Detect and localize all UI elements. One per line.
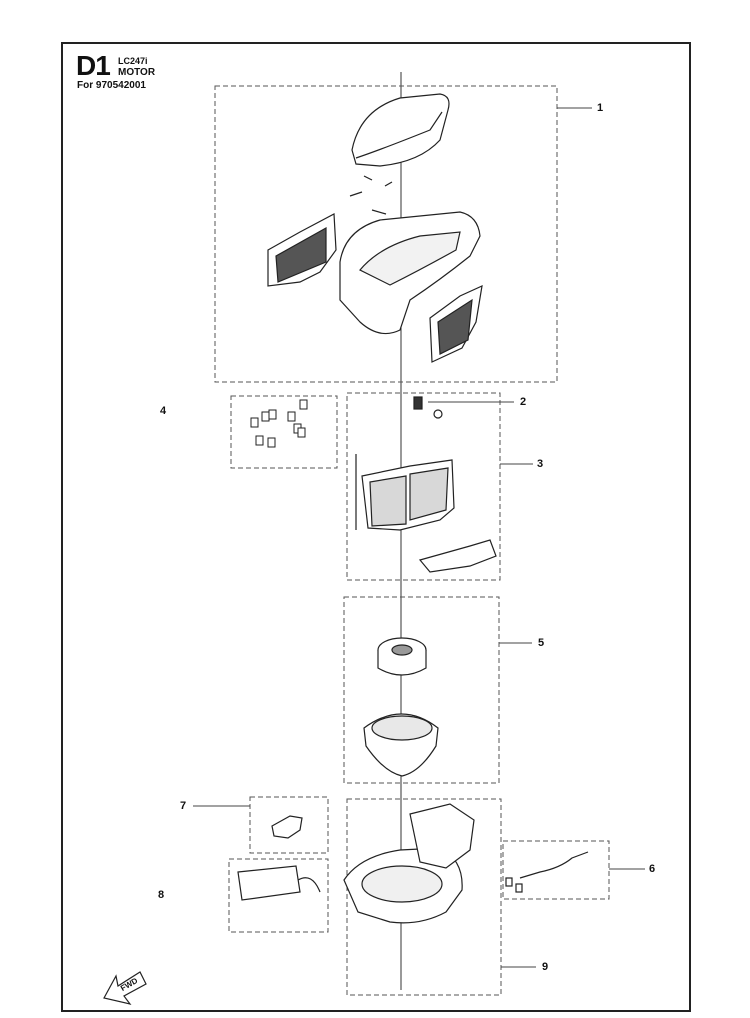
group-box-7 [249, 796, 329, 854]
callout-3: 3 [537, 458, 544, 470]
group-box-6 [502, 840, 610, 900]
callout-5: 5 [538, 637, 545, 649]
cable-drawing [505, 851, 589, 893]
group-box-5 [343, 596, 500, 784]
callout-6: 6 [649, 863, 656, 875]
page-title: MOTOR [118, 67, 156, 78]
callout-8: 8 [158, 889, 165, 901]
callout-7: 7 [180, 800, 187, 812]
cover-assembly-drawing [267, 93, 483, 363]
fwd-arrow-icon [103, 971, 147, 1005]
chassis-drawing [343, 803, 475, 924]
group-box-1 [214, 85, 558, 383]
motor-drawing [363, 637, 439, 777]
power-supply-part [237, 865, 301, 901]
clip-set-drawing [250, 399, 308, 448]
group-box-4 [230, 395, 338, 469]
callout-4: 4 [160, 405, 167, 417]
connector-part [271, 815, 303, 839]
callout-9: 9 [542, 961, 549, 973]
callout-2: 2 [520, 396, 527, 408]
wiring-harness-part [418, 539, 497, 573]
group-box-3 [346, 392, 501, 581]
hatch-cover-part [351, 93, 450, 167]
group-box-8 [228, 858, 329, 933]
callout-1: 1 [597, 102, 604, 114]
battery-bay-drawing [355, 396, 497, 573]
diagram-code: D1 [76, 50, 111, 81]
product-number: For 970542001 [77, 80, 146, 91]
diagram-frame [61, 42, 691, 1012]
group-box-9 [346, 798, 502, 996]
model-name: LC247i [118, 56, 148, 66]
